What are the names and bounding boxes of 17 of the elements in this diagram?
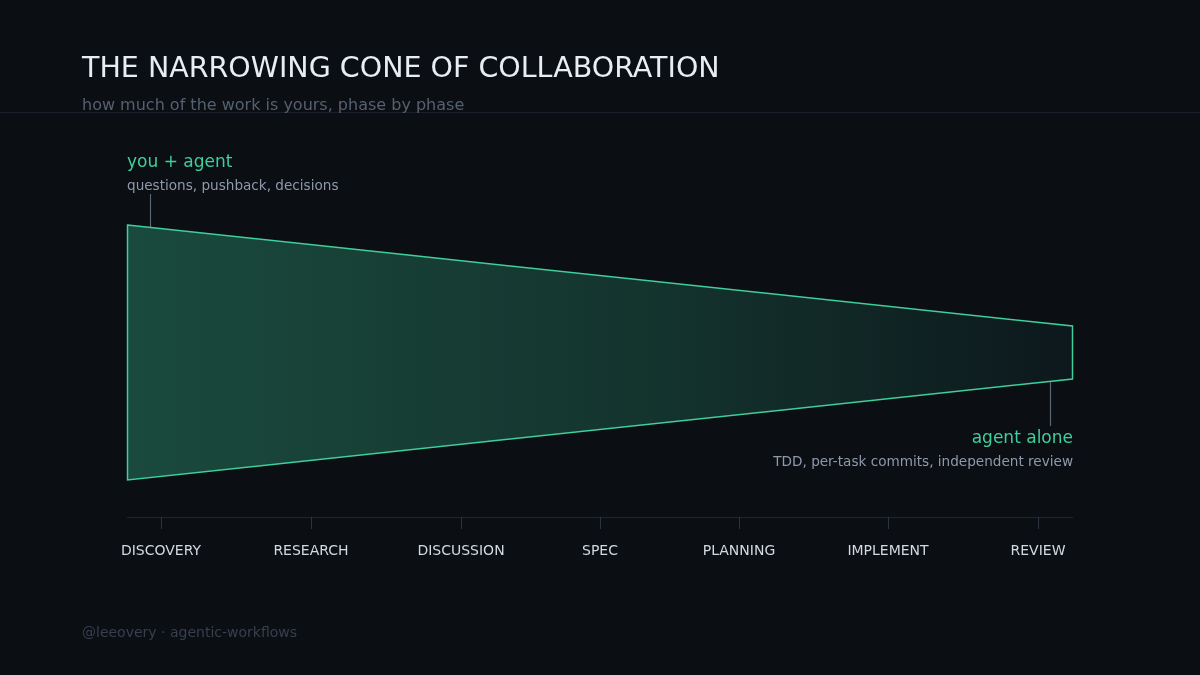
title: THE NARROWING CONE OF COLLABORATION [82,50,720,86]
footer-credit: @leeovery · agentic-workflows [82,623,298,641]
callout-note: questions, pushback, decisions [127,176,339,194]
phase-label: PLANNING [702,541,776,559]
phase-label: SPEC [582,541,618,559]
phase-label: IMPLEMENT [847,541,929,559]
callout-note: TDD, per-task commits, independent review [773,452,1073,470]
leader-line [1049,380,1052,427]
callout-heading: you + agent [127,150,234,172]
callout-heading: agent alone [970,426,1073,448]
phase-label: DISCUSSION [417,541,505,559]
phase-label: DISCOVERY [120,541,202,559]
narrowing-cone [127,224,1073,481]
phase-label: REVIEW [1010,541,1066,559]
phase-label: RESEARCH [273,541,349,559]
subtitle: how much of the work is yours, phase by phase [82,95,465,115]
leader-line [149,193,152,229]
